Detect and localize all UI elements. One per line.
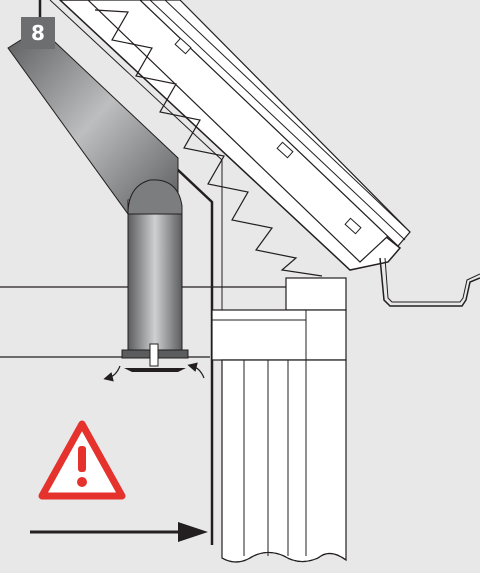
wall-top-plate	[285, 277, 347, 311]
gutter-inner	[384, 257, 480, 303]
duct-vertical	[127, 213, 183, 355]
ceiling-valve-disc	[124, 368, 186, 372]
tile-line-2	[164, 0, 411, 233]
ceiling-valve-stem	[149, 343, 159, 367]
wall-beam	[211, 309, 347, 361]
ventilation-duct	[7, 27, 189, 372]
airflow-arrow-icon	[187, 362, 205, 379]
roof-clip-3	[344, 217, 362, 235]
gutter	[379, 257, 480, 307]
insulation-zigzag	[94, 9, 323, 277]
roof-clip-1	[174, 37, 192, 55]
wall-structure	[211, 277, 347, 563]
tile-line-1	[149, 0, 406, 241]
roof-clip-2	[276, 141, 294, 159]
roof-assembly	[58, 0, 480, 307]
warning-triangle-icon	[38, 420, 126, 500]
airflow-arrow-icon	[103, 365, 121, 382]
wall-body	[221, 359, 347, 563]
step-number-badge: 8	[21, 17, 55, 49]
arrow-right-icon	[30, 522, 208, 542]
wall-break-line	[221, 551, 347, 563]
duct-elbow	[127, 179, 183, 215]
